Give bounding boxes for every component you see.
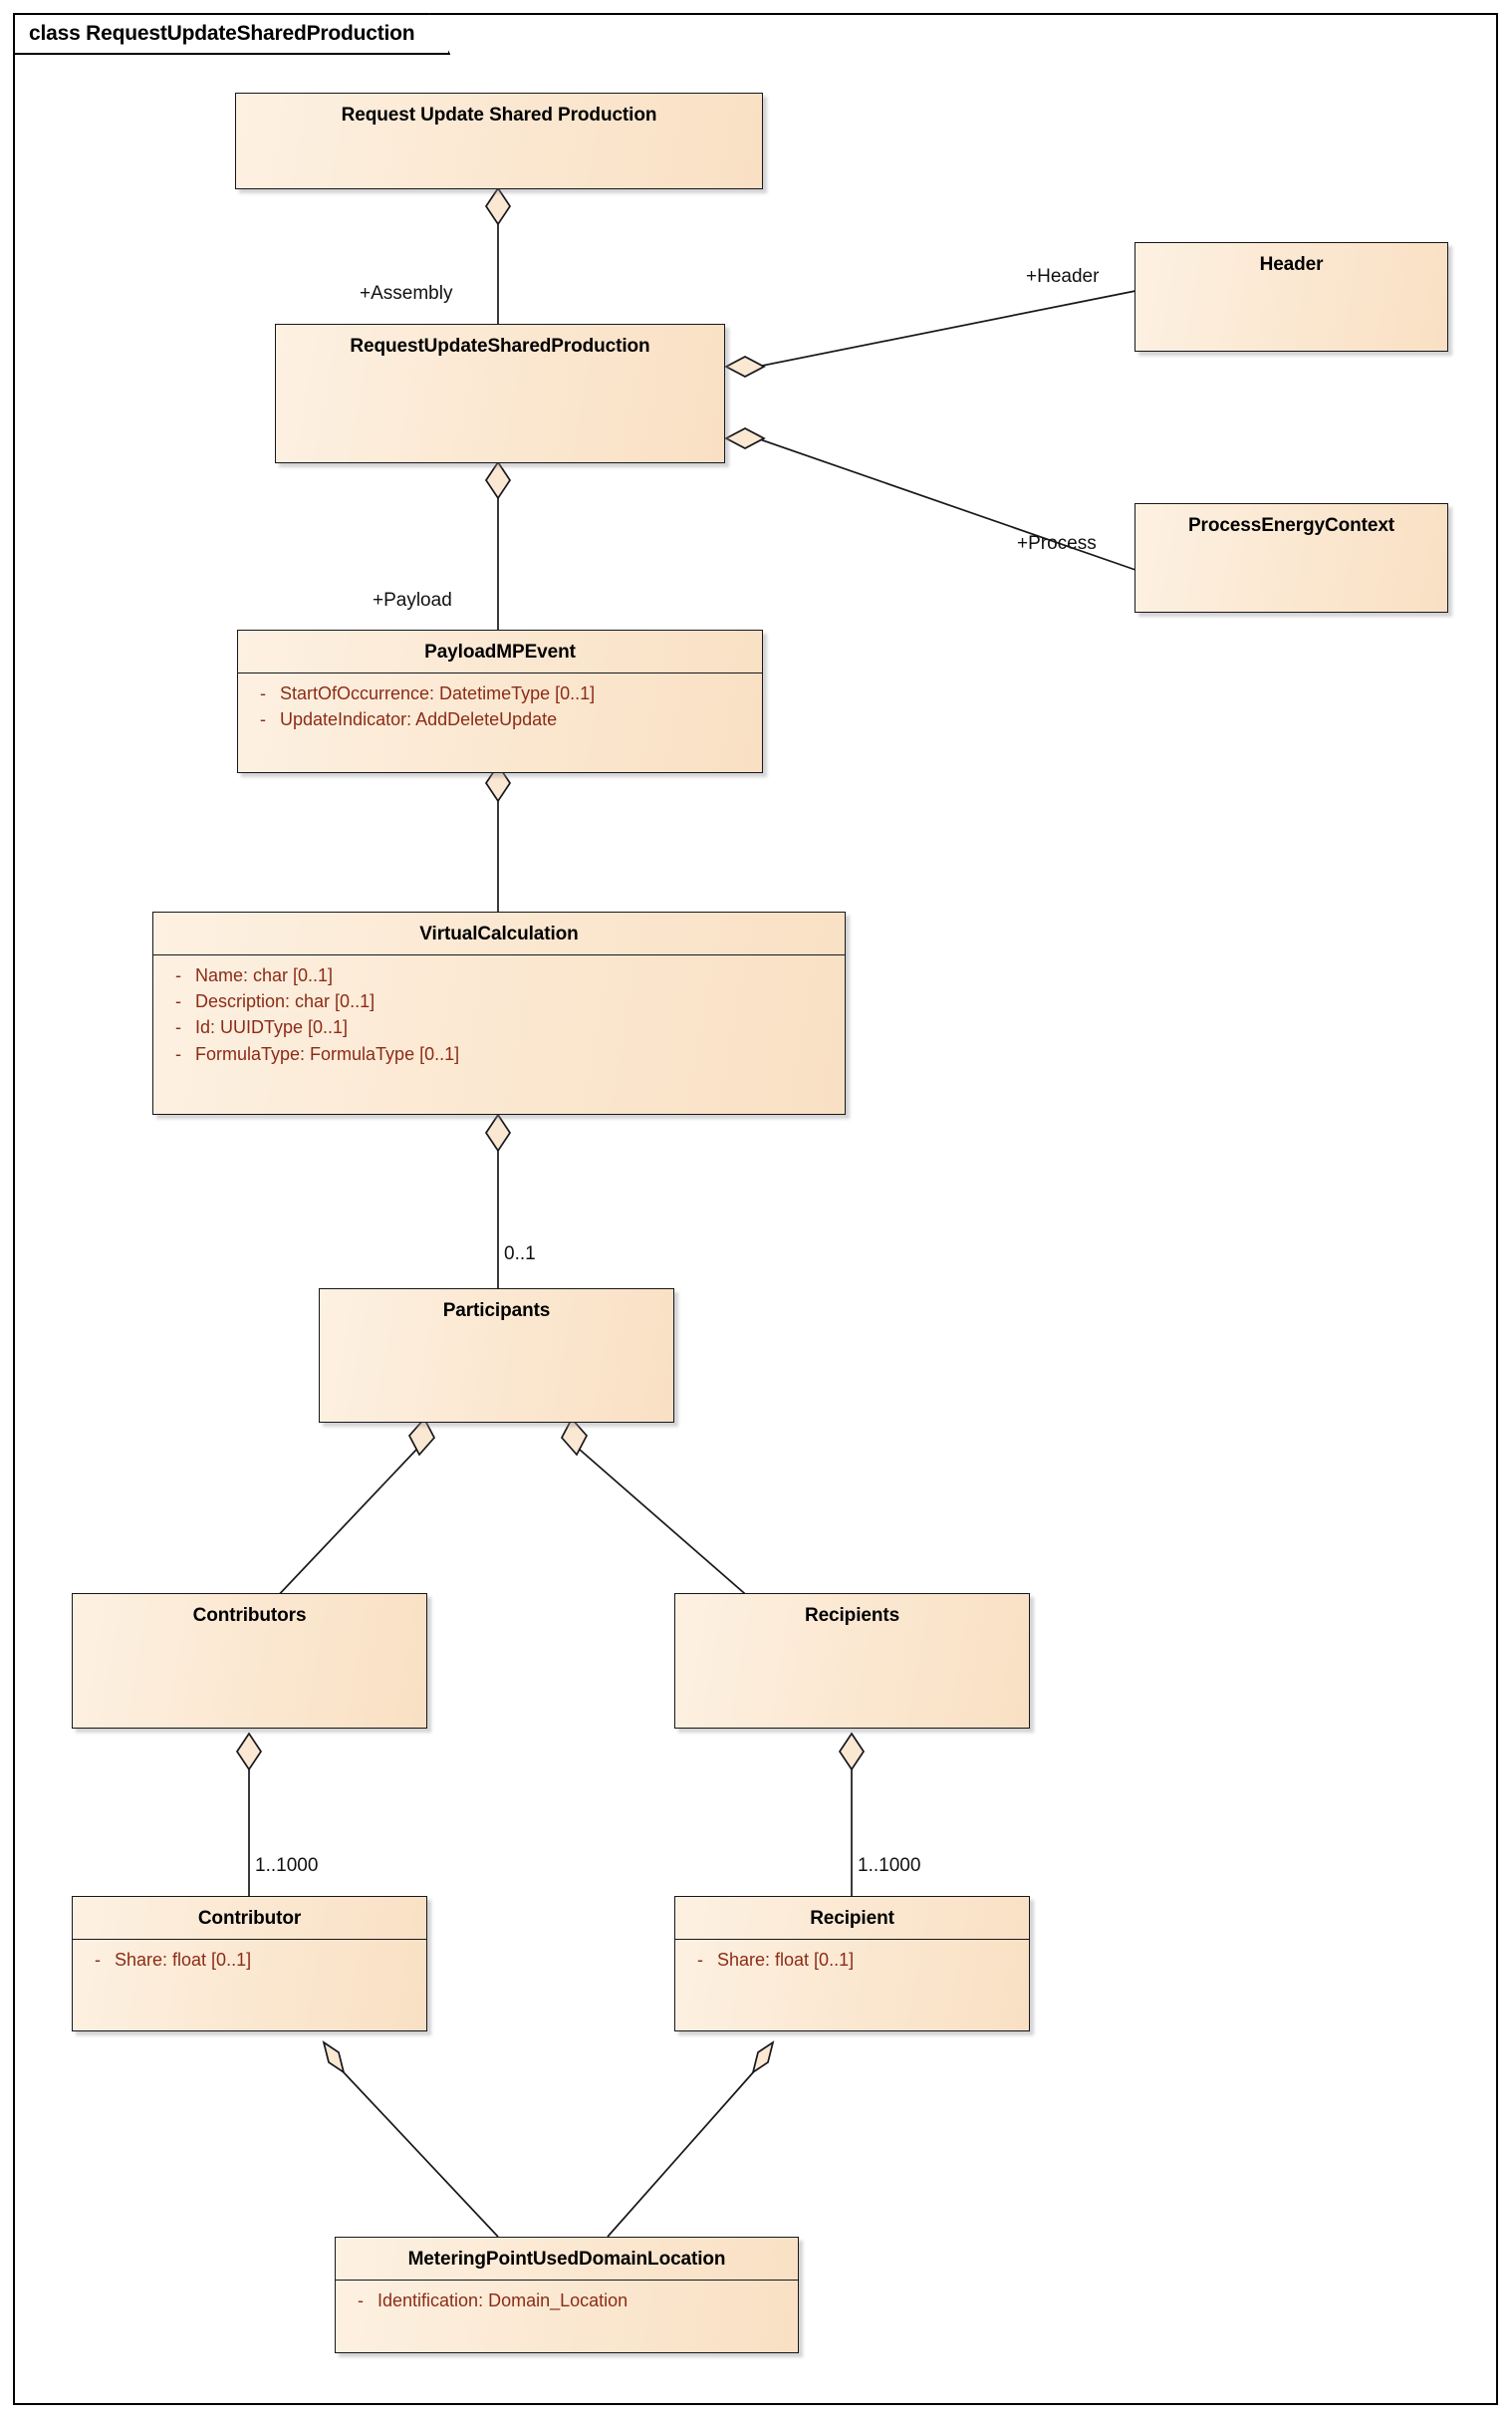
edge-label-process: +Process xyxy=(1017,533,1097,554)
class-box-process-energy-context[interactable]: ProcessEnergyContext xyxy=(1134,503,1448,613)
edge-label-payload: +Payload xyxy=(373,590,452,611)
attribute-visibility: - xyxy=(697,1950,703,1971)
class-box-recipients[interactable]: Recipients xyxy=(674,1593,1030,1729)
attribute-visibility: - xyxy=(95,1950,101,1971)
attribute-signature: UpdateIndicator: AddDeleteUpdate xyxy=(280,709,558,730)
attribute-signature: Identification: Domain_Location xyxy=(378,2290,629,2311)
class-box-request-update-shared-production-pkg[interactable]: Request Update Shared Production xyxy=(235,93,763,189)
class-box-metering-point-used-domain-location[interactable]: MeteringPointUsedDomainLocation - Identi… xyxy=(335,2237,799,2353)
class-box-virtual-calculation[interactable]: VirtualCalculation - Name: char [0..1] -… xyxy=(152,912,846,1115)
attribute-row: - UpdateIndicator: AddDeleteUpdate xyxy=(238,706,762,732)
class-name: Request Update Shared Production xyxy=(341,105,657,126)
attribute-visibility: - xyxy=(358,2290,364,2311)
attribute-signature: Description: char [0..1] xyxy=(195,991,376,1012)
class-name: VirtualCalculation xyxy=(419,924,579,944)
edge-label-recipient-multiplicity: 1..1000 xyxy=(858,1855,921,1876)
attribute-signature: Name: char [0..1] xyxy=(195,965,334,986)
attribute-row: - FormulaType: FormulaType [0..1] xyxy=(153,1041,845,1067)
class-box-contributors[interactable]: Contributors xyxy=(72,1593,427,1729)
class-name: Recipients xyxy=(804,1605,900,1626)
attribute-signature: StartOfOccurrence: DatetimeType [0..1] xyxy=(280,683,596,704)
class-name: Contributor xyxy=(197,1908,302,1929)
attribute-visibility: - xyxy=(260,709,266,730)
class-box-header[interactable]: Header xyxy=(1134,242,1448,352)
attribute-row: - Name: char [0..1] xyxy=(153,962,845,988)
attribute-signature: FormulaType: FormulaType [0..1] xyxy=(195,1043,460,1064)
edge-label-assembly: +Assembly xyxy=(360,283,453,304)
attribute-visibility: - xyxy=(175,1017,181,1038)
class-name: Header xyxy=(1259,254,1324,275)
attribute-compartment: - Name: char [0..1] - Description: char … xyxy=(153,954,845,1074)
attribute-visibility: - xyxy=(175,1043,181,1064)
attribute-compartment: - Share: float [0..1] xyxy=(73,1939,426,1981)
class-name: RequestUpdateSharedProduction xyxy=(350,336,650,357)
edge-label-header: +Header xyxy=(1026,266,1100,287)
class-name: Participants xyxy=(442,1300,551,1321)
attribute-compartment: - Share: float [0..1] xyxy=(675,1939,1029,1981)
class-box-payload-mp-event[interactable]: PayloadMPEvent - StartOfOccurrence: Date… xyxy=(237,630,763,773)
attribute-visibility: - xyxy=(175,965,181,986)
attribute-visibility: - xyxy=(260,683,266,704)
attribute-signature: Id: UUIDType [0..1] xyxy=(195,1017,349,1038)
class-box-contributor[interactable]: Contributor - Share: float [0..1] xyxy=(72,1896,427,2031)
edge-label-participants-multiplicity: 0..1 xyxy=(504,1243,536,1264)
diagram-title: class RequestUpdateSharedProduction xyxy=(29,22,415,45)
class-box-participants[interactable]: Participants xyxy=(319,1288,674,1423)
attribute-visibility: - xyxy=(175,991,181,1012)
class-name: PayloadMPEvent xyxy=(424,642,576,663)
attribute-signature: Share: float [0..1] xyxy=(115,1950,252,1971)
attribute-row: - StartOfOccurrence: DatetimeType [0..1] xyxy=(238,680,762,706)
attribute-compartment: - StartOfOccurrence: DatetimeType [0..1]… xyxy=(238,672,762,740)
attribute-row: - Description: char [0..1] xyxy=(153,988,845,1014)
attribute-row: - Share: float [0..1] xyxy=(73,1947,426,1973)
class-name: Contributors xyxy=(192,1605,307,1626)
attribute-row: - Id: UUIDType [0..1] xyxy=(153,1014,845,1040)
class-name: MeteringPointUsedDomainLocation xyxy=(407,2249,726,2270)
attribute-row: - Share: float [0..1] xyxy=(675,1947,1029,1973)
class-name: ProcessEnergyContext xyxy=(1187,515,1395,536)
class-name: Recipient xyxy=(810,1908,894,1929)
edge-label-contributor-multiplicity: 1..1000 xyxy=(255,1855,319,1876)
diagram-frame xyxy=(13,13,1498,2405)
class-box-recipient[interactable]: Recipient - Share: float [0..1] xyxy=(674,1896,1030,2031)
diagram-frame-tab: class RequestUpdateSharedProduction xyxy=(13,13,450,55)
class-box-request-update-shared-production[interactable]: RequestUpdateSharedProduction xyxy=(275,324,725,463)
attribute-row: - Identification: Domain_Location xyxy=(336,2287,798,2313)
attribute-signature: Share: float [0..1] xyxy=(717,1950,855,1971)
attribute-compartment: - Identification: Domain_Location xyxy=(336,2280,798,2321)
